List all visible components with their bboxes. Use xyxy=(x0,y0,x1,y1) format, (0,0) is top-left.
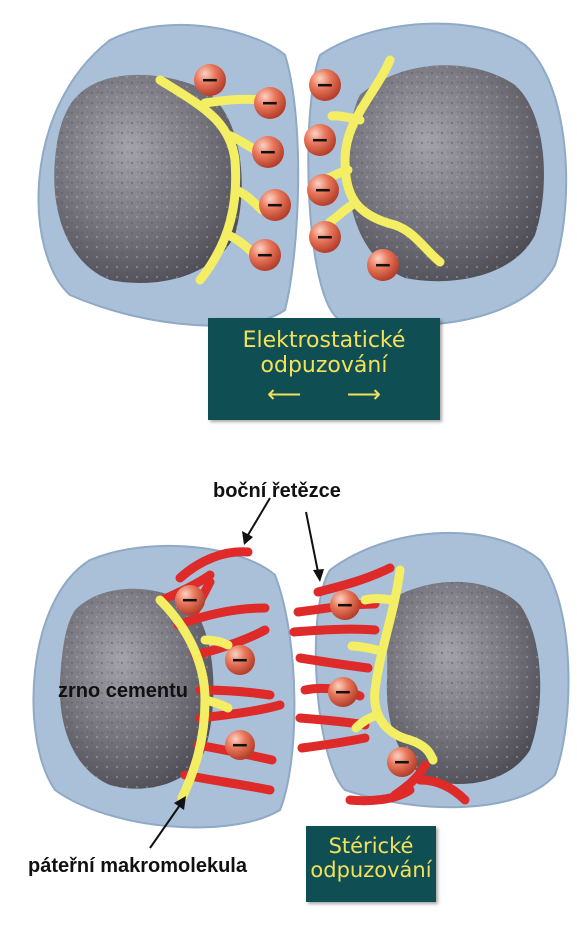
minus-sign: − xyxy=(266,193,284,218)
arrow-right-icon: ⟶ xyxy=(347,380,381,408)
minus-sign: − xyxy=(336,593,354,618)
minus-sign: − xyxy=(374,253,392,278)
side-chain xyxy=(294,629,375,632)
cement-grain-label: zrno cementu xyxy=(58,680,188,703)
repulsion-arrows: ⟵ ⟶ xyxy=(208,381,440,409)
electrostatic-title-line1: Elektrostatické xyxy=(208,318,440,353)
minus-sign: − xyxy=(316,73,334,98)
minus-sign: − xyxy=(231,733,249,758)
minus-sign: − xyxy=(256,243,274,268)
minus-sign: − xyxy=(261,91,279,116)
minus-sign: − xyxy=(181,588,199,613)
minus-sign: − xyxy=(201,68,219,93)
pointer-side-chains-right xyxy=(306,512,318,572)
electrostatic-title-line2: odpuzování xyxy=(208,353,440,378)
steric-title-line2: odpuzování xyxy=(306,858,436,882)
minus-sign: − xyxy=(311,128,329,153)
minus-sign: − xyxy=(334,680,352,705)
electrostatic-panel xyxy=(39,24,567,326)
minus-sign: − xyxy=(259,140,277,165)
steric-title-line1: Stérické xyxy=(306,826,436,858)
steric-panel xyxy=(33,498,568,848)
arrow-left-icon: ⟵ xyxy=(267,380,301,408)
backbone-label: páteřní makromolekula xyxy=(28,855,247,878)
left-particle-top xyxy=(39,25,299,326)
side-chain xyxy=(200,690,270,695)
steric-repulsion-box: Stérické odpuzování xyxy=(306,826,436,902)
minus-sign: − xyxy=(316,225,334,250)
electrostatic-repulsion-box: Elektrostatické odpuzování ⟵ ⟶ xyxy=(208,318,440,420)
minus-sign: − xyxy=(231,648,249,673)
right-particle-top xyxy=(308,24,566,326)
minus-sign: − xyxy=(393,750,411,775)
minus-sign: − xyxy=(314,178,332,203)
side-chains-label: boční řetězce xyxy=(213,480,341,503)
pointer-side-chains-left xyxy=(248,498,270,535)
